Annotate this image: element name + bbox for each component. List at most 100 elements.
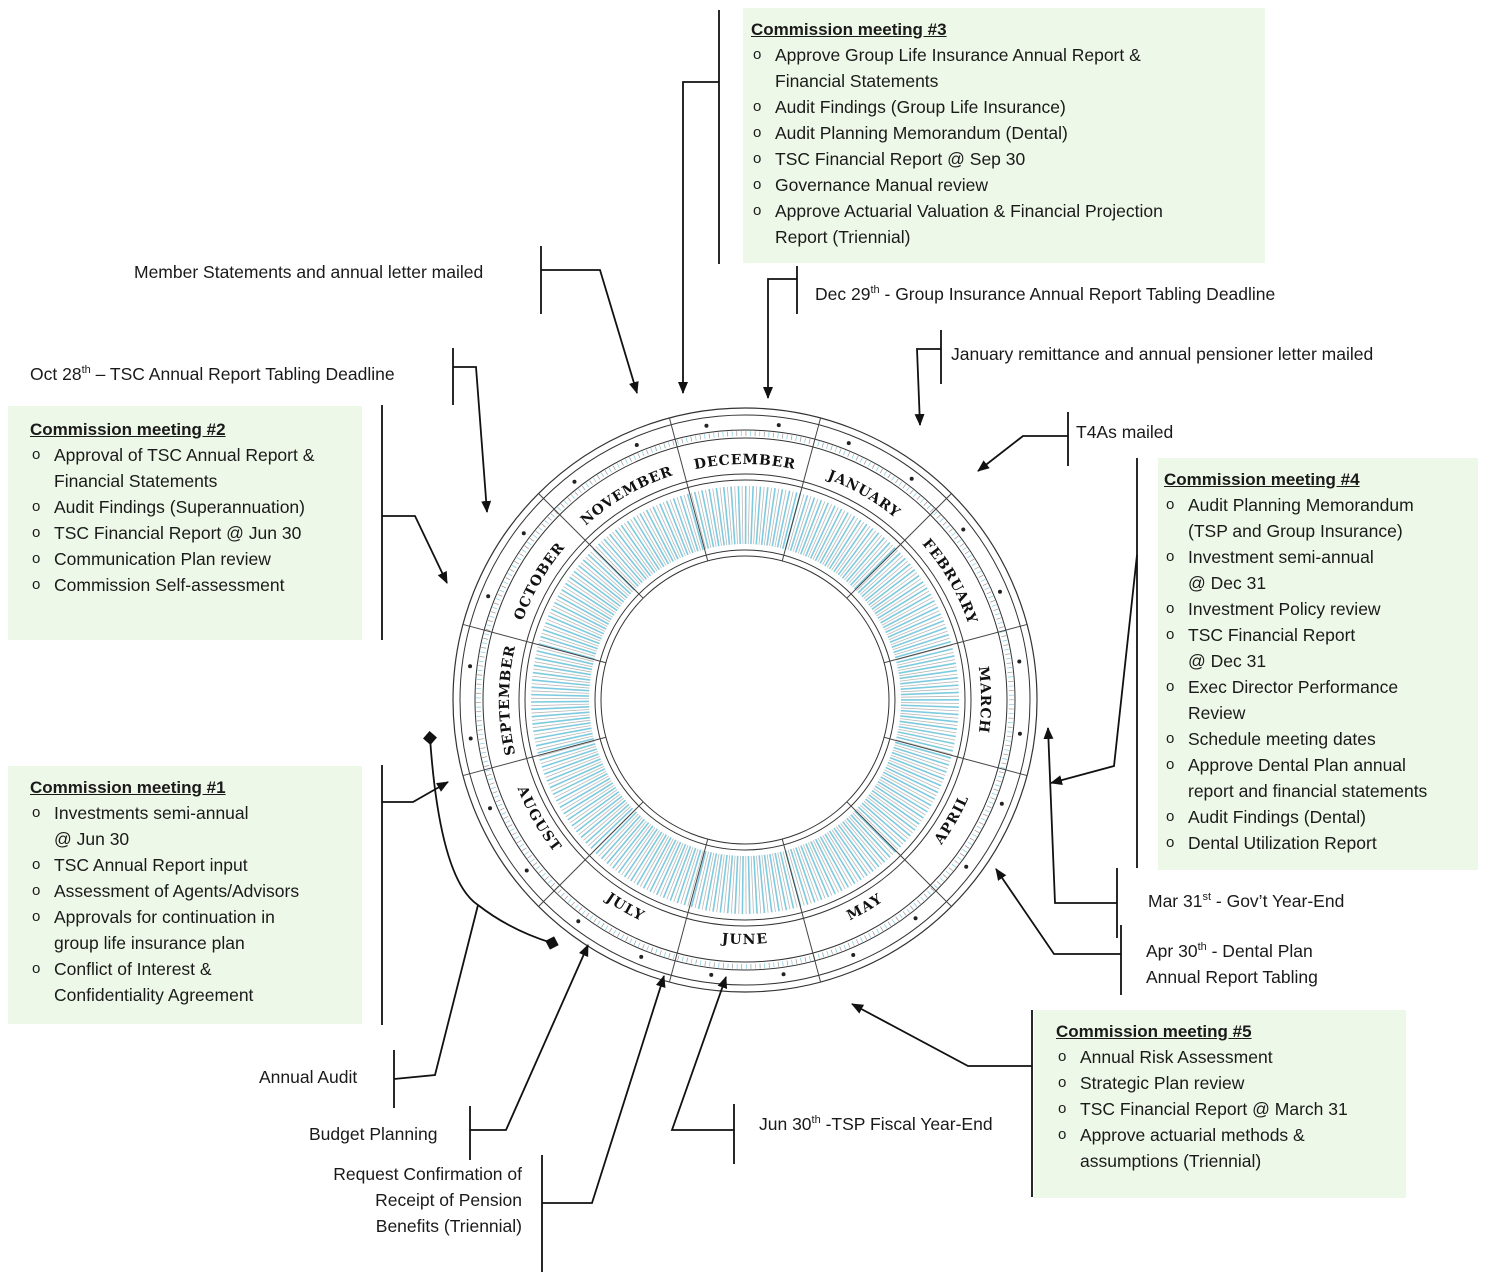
label-text: Dec 29	[815, 283, 871, 304]
month-divider	[846, 801, 952, 907]
day-tick	[774, 852, 788, 911]
outer-tick	[967, 554, 972, 559]
day-tick	[645, 509, 674, 562]
day-tick	[561, 589, 612, 621]
outer-tick	[507, 573, 513, 577]
outer-tick	[843, 944, 847, 950]
day-tick	[881, 774, 934, 803]
outer-tick	[672, 440, 675, 446]
outer-tick	[786, 434, 788, 440]
outer-tick	[1001, 762, 1007, 765]
ring-dot	[521, 531, 526, 536]
day-tick	[701, 490, 715, 548]
day-tick	[885, 606, 939, 634]
outer-tick	[1007, 726, 1013, 728]
day-tick	[819, 512, 849, 564]
day-tick	[900, 695, 959, 698]
outer-tick	[613, 930, 617, 935]
day-tick	[531, 703, 590, 707]
ring-dot	[846, 441, 851, 446]
day-tick	[844, 534, 882, 581]
outer-tick	[486, 624, 492, 627]
day-tick	[531, 693, 590, 697]
list-item: Investment semi-annual @ Dec 31	[1164, 544, 1478, 596]
outer-tick	[1002, 639, 1008, 642]
outer-tick	[497, 803, 503, 807]
day-tick	[874, 785, 924, 819]
day-tick	[792, 848, 812, 904]
month-label: NOVEMBER	[578, 464, 675, 529]
ring-dot	[468, 736, 473, 741]
outer-tick	[895, 916, 899, 922]
outer-tick	[629, 456, 632, 462]
day-tick	[578, 797, 625, 835]
day-tick	[900, 712, 959, 719]
month-divider	[538, 801, 644, 907]
day-tick	[777, 852, 791, 910]
day-tick	[540, 635, 597, 655]
outer-tick	[503, 816, 509, 819]
day-tick	[797, 498, 819, 554]
day-tick	[900, 684, 959, 690]
outer-tick	[578, 488, 582, 493]
day-tick	[880, 593, 932, 624]
label-suffix: th	[811, 1114, 821, 1126]
list-item: Strategic Plan review	[1056, 1070, 1406, 1096]
day-tick	[559, 777, 611, 809]
day-tick	[870, 572, 918, 608]
outer-tick	[790, 435, 793, 441]
day-tick	[787, 494, 805, 551]
day-tick	[894, 744, 951, 762]
outer-tick	[777, 433, 779, 439]
day-tick	[620, 524, 656, 574]
day-tick	[882, 599, 935, 629]
outer-tick	[817, 953, 820, 959]
day-tick	[890, 754, 946, 776]
outer-tick	[996, 617, 1002, 620]
ring-dot	[913, 916, 918, 921]
outer-tick	[524, 851, 530, 855]
day-tick	[665, 500, 689, 556]
outer-tick	[544, 876, 549, 881]
day-tick	[726, 486, 733, 545]
outer-tick	[624, 458, 628, 464]
outer-tick	[826, 443, 829, 449]
outer-tick	[891, 476, 895, 481]
day-tick	[639, 513, 670, 565]
day-tick	[543, 625, 599, 647]
day-tick	[789, 495, 809, 552]
outer-tick	[843, 450, 846, 456]
meeting-title: Commission meeting #4	[1164, 470, 1360, 489]
day-tick	[896, 736, 954, 752]
day-tick	[866, 796, 913, 834]
day-tick	[626, 520, 660, 571]
day-tick	[730, 855, 736, 914]
day-tick	[533, 668, 591, 678]
outer-tick	[507, 824, 513, 828]
ring-dot	[851, 952, 856, 957]
outer-tick	[642, 943, 645, 949]
outer-tick	[499, 589, 505, 593]
outer-tick	[524, 545, 529, 549]
ring-dot	[1017, 659, 1022, 664]
day-tick	[585, 803, 630, 844]
list-item: Audit Findings (Dental)	[1164, 804, 1478, 830]
day-tick	[893, 746, 950, 766]
outer-tick	[1007, 731, 1013, 733]
day-tick	[812, 840, 839, 893]
day-tick	[824, 833, 856, 885]
day-tick	[802, 501, 826, 556]
day-tick	[859, 555, 904, 595]
outer-tick	[951, 532, 956, 536]
list-item: Dental Utilization Report	[1164, 830, 1478, 856]
day-tick	[879, 778, 930, 810]
day-tick	[896, 647, 953, 664]
day-tick	[859, 804, 904, 845]
outer-tick	[511, 565, 517, 569]
month-divider	[668, 417, 709, 562]
day-tick	[608, 533, 647, 580]
outer-tick	[495, 799, 501, 803]
outer-tick	[488, 778, 494, 781]
day-tick	[826, 832, 859, 882]
outer-tick	[560, 503, 565, 508]
